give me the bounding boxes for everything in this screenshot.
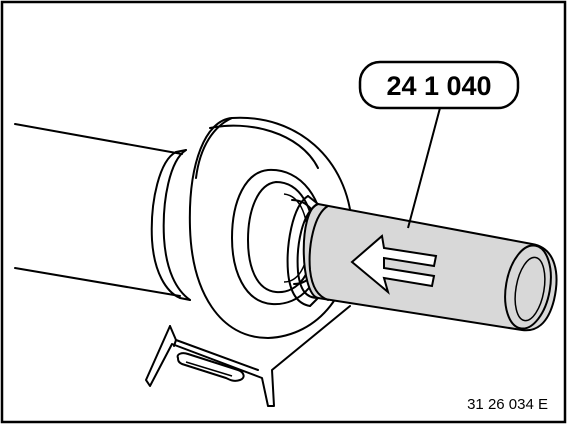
special-tool-cylinder xyxy=(286,195,558,332)
figure-id: 31 26 034 E xyxy=(467,396,548,413)
tool-callout-box xyxy=(358,60,520,110)
direction-arrow-icon xyxy=(350,234,438,295)
tool-callout-label: 24 1 040 xyxy=(386,71,491,101)
drive-shaft xyxy=(14,123,191,301)
callout-leader-line xyxy=(407,107,441,229)
mounting-bracket xyxy=(145,305,351,407)
tool-callout: 24 1 040 xyxy=(358,60,520,110)
